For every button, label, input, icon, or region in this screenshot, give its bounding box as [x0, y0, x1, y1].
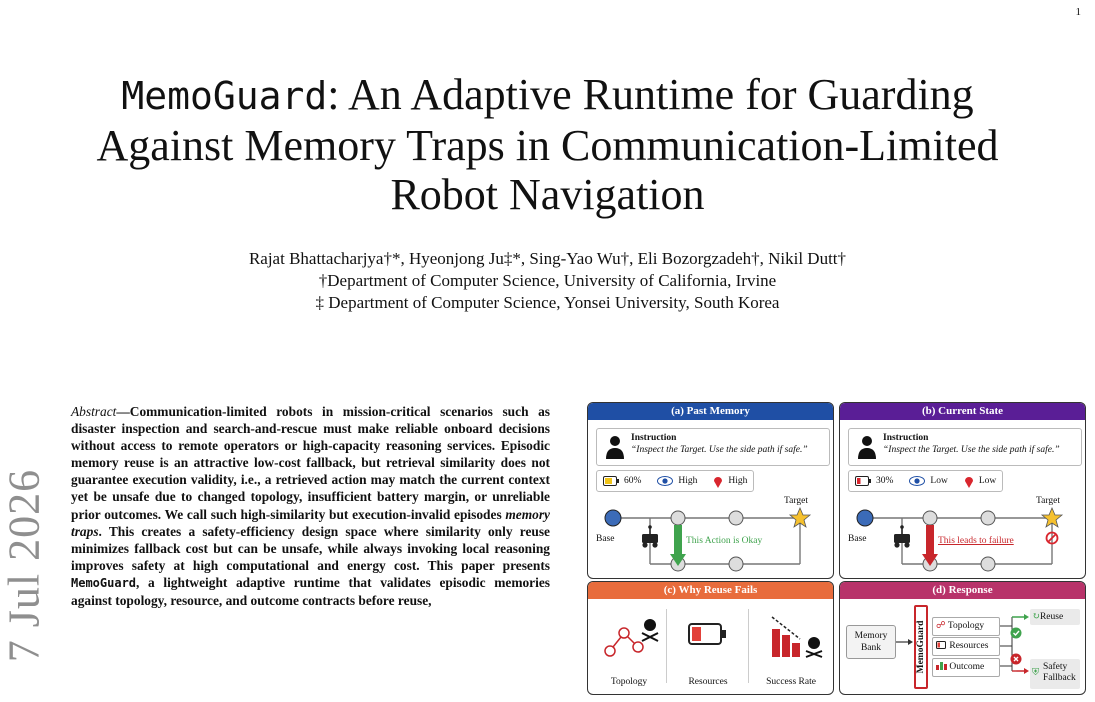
pin-icon	[964, 476, 973, 488]
target-label: Target	[784, 496, 808, 506]
navigation-graph	[856, 506, 1064, 572]
response-flow-arrows	[896, 614, 1029, 674]
person-icon	[858, 436, 876, 459]
instruction-box: Instruction “Inspect the Target. Use the…	[848, 428, 1082, 466]
status-row: 30% Low Low	[848, 470, 1004, 492]
panel-past-memory: (a) Past Memory Instruction “Inspect the…	[587, 402, 834, 579]
panel-why-reuse-fails: (c) Why Reuse Fails Topology Resource	[587, 581, 834, 695]
author-names: Rajat Bhattacharjya†*, Hyeonjong Ju‡*, S…	[248, 249, 847, 268]
eye-icon	[657, 476, 674, 486]
graph-icon: ☍	[936, 621, 946, 631]
panel-b-title: (b) Current State	[840, 403, 1085, 420]
page-number: 1	[1075, 6, 1082, 18]
panel-response: (d) Response Memory Bank MemoGuard ☍ Top…	[839, 581, 1086, 695]
author-block: Rajat Bhattacharjya†*, Hyeonjong Ju‡*, S…	[0, 248, 1095, 314]
target-star-icon	[1040, 506, 1064, 528]
panel-c-title: (c) Why Reuse Fails	[588, 582, 833, 599]
reuse-box: ↻Reuse	[1030, 609, 1080, 625]
resources-label: Resources	[688, 677, 728, 687]
status-row: 60% High High	[596, 470, 755, 492]
instruction-box: Instruction “Inspect the Target. Use the…	[596, 428, 830, 466]
target-label: Target	[1036, 496, 1060, 506]
declining-success-icon	[771, 616, 823, 658]
fallback-box: ⛨ Safety Fallback	[1030, 659, 1080, 689]
affiliation-2: ‡ Department of Computer Science, Yonsei…	[315, 293, 780, 312]
check-topology: ☍ Topology	[932, 617, 1000, 636]
topology-broken-icon	[604, 619, 659, 657]
topology-label: Topology	[610, 677, 648, 687]
title-system-name: MemoGuard	[121, 74, 328, 118]
memoguard-box: MemoGuard	[914, 605, 928, 689]
person-icon	[606, 436, 624, 459]
panel-d-title: (d) Response	[840, 582, 1085, 599]
recycle-icon: ↻	[1032, 612, 1040, 622]
battery-icon	[603, 476, 619, 486]
battery-icon	[855, 476, 871, 486]
affiliation-1: †Department of Computer Science, Univers…	[318, 271, 777, 290]
robot-icon	[642, 525, 658, 548]
navigation-graph	[604, 506, 812, 572]
action-ok-label: This Action is Okay	[686, 536, 763, 546]
abstract: Abstract—Communication-limited robots in…	[71, 404, 550, 609]
shield-icon: ⛨	[1032, 668, 1040, 678]
robot-icon	[894, 525, 910, 548]
success-rate-label: Success Rate	[766, 677, 816, 687]
panel-a-title: (a) Past Memory	[588, 403, 833, 420]
paper-title: MemoGuard: An Adaptive Runtime for Guard…	[96, 70, 999, 219]
base-label: Base	[596, 534, 615, 544]
bar-chart-icon	[936, 662, 947, 670]
action-fail-label: This leads to failure	[938, 536, 1014, 546]
blocked-icon	[1045, 531, 1059, 545]
panel-current-state: (b) Current State Instruction “Inspect t…	[839, 402, 1086, 579]
battery-icon	[936, 641, 946, 649]
check-resources: Resources	[932, 637, 1000, 656]
pin-icon	[714, 476, 723, 488]
base-label: Base	[848, 534, 867, 544]
memory-bank-box: Memory Bank	[846, 625, 896, 659]
low-battery-icon	[688, 623, 726, 645]
check-outcome: Outcome	[932, 658, 1000, 677]
arxiv-side-stamp: 7 Jul 2026	[0, 468, 49, 663]
abstract-label: Abstract	[71, 404, 117, 419]
target-star-icon	[788, 506, 812, 528]
eye-icon	[909, 476, 926, 486]
